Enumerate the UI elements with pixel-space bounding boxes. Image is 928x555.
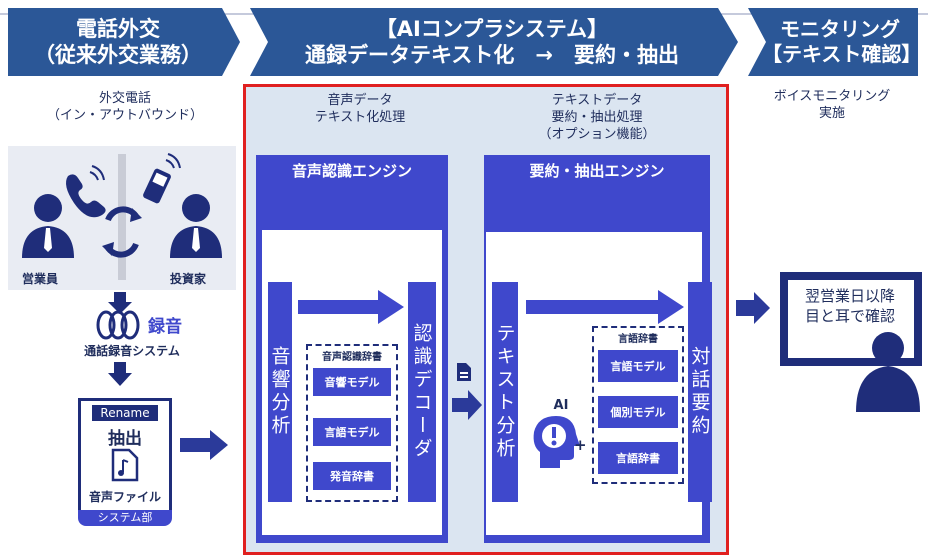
text-caption: テキストデータ 要約・抽出処理 （オプション機能） [484,92,710,143]
plus-sign: + [574,436,587,454]
speech-dict-title: 音声認識辞書 [322,352,382,363]
speech-caption-line2: テキスト化処理 [314,110,406,125]
rename-badge: Rename [92,405,158,421]
stage3-line2: 【テキスト確認】 [762,42,922,66]
stage2-line2: 通録データテキスト化 → 要約・抽出 [305,43,679,67]
stage1-line1: 電話外交 [76,16,160,41]
investor-label: 投資家 [170,272,207,286]
recorder-icon [96,310,140,340]
stage1-title: 電話外交 （従来外交業務） [8,8,228,76]
monitor-icon [780,272,922,366]
monitoring-caption-line2: 実施 [818,106,845,121]
monitor-scene [780,272,922,412]
recording-system-label: 通話録音システム [84,344,180,358]
mobile-phone-icon [143,153,181,204]
lang-dict-box [592,326,684,484]
speech-engine-title: 音声認識エンジン [291,162,412,180]
handset-icon [66,165,106,218]
ai-head-icon [533,416,580,468]
recording-label: 録音 [148,317,182,337]
acoustic-model-chip: 音響モデル [313,368,391,396]
stage1-line2: （従来外交業務） [34,43,202,67]
call-scene [22,153,222,280]
monitoring-caption-line1: ボイスモニタリング [773,89,891,104]
decoder-bar: 認識デコーダ [408,282,436,502]
call-caption: 外交電話 （イン・アウトバウンド） [20,90,230,124]
monitor-line2: 目と耳で確認 [804,307,895,325]
speech-caption: 音声データ テキスト化処理 [256,92,464,126]
dialog-summary-bar: 対話要約 [688,282,712,502]
speech-flow-arrow [298,290,404,324]
text-caption-line3: （オプション機能） [538,127,656,142]
pronunciation-dict-chip: 発音辞書 [313,462,391,490]
staff-person-icon [22,194,74,258]
engine-link-arrow [452,390,482,420]
acoustic-analysis-bar: 音響分析 [268,282,292,502]
lang-dict-title: 言語辞書 [618,334,658,345]
text-caption-line1: テキストデータ [551,93,643,108]
document-icon [457,363,471,381]
stage2-title: 【AIコンプラシステム】 通録データテキスト化 → 要約・抽出 [262,8,722,76]
summary-flow-arrow [526,290,684,324]
language-model-chip: 言語モデル [313,418,391,446]
system-dept-badge: システム部 [78,510,172,526]
music-file-icon [111,448,139,482]
monitor-text: 翌営業日以降 目と耳で確認 [790,286,910,326]
stage3-title: モニタリング 【テキスト確認】 [762,8,922,76]
stage3-chevron [748,8,918,76]
text-caption-line2: 要約・抽出処理 [551,110,643,125]
down-arrow-1 [108,292,132,314]
arrow-to-monitoring [736,292,770,324]
monitoring-caption: ボイスモニタリング 実施 [752,88,912,122]
ai-label: AI [553,398,569,413]
call-caption-line1: 外交電話 [98,91,151,106]
stage1-chevron [8,8,240,76]
viewer-person-icon [856,332,920,412]
stage3-line1: モニタリング [780,17,900,41]
investor-person-icon [170,194,222,258]
lang-dict-chip: 言語辞書 [598,442,678,474]
summary-engine-inner [486,232,702,535]
speech-dict-box [306,344,398,502]
speech-caption-line1: 音声データ [327,93,393,108]
monitor-line1: 翌営業日以降 [804,287,895,305]
individual-model-chip: 個別モデル [598,396,678,428]
summary-engine-title: 要約・抽出エンジン [529,162,665,180]
audio-file-label: 音声ファイル [88,490,161,504]
call-caption-line2: （イン・アウトバウンド） [46,108,203,123]
header-chevrons [0,8,928,76]
text-analysis-bar: テキスト分析 [492,282,518,502]
stage2-line1: 【AIコンプラシステム】 [375,16,609,41]
stage2-chevron [250,8,738,76]
lang-model-chip: 言語モデル [598,350,678,382]
staff-label: 営業員 [22,272,59,286]
down-arrow-2 [108,362,132,386]
arrow-to-ai-system [180,430,228,460]
extract-label: 抽出 [108,429,142,449]
